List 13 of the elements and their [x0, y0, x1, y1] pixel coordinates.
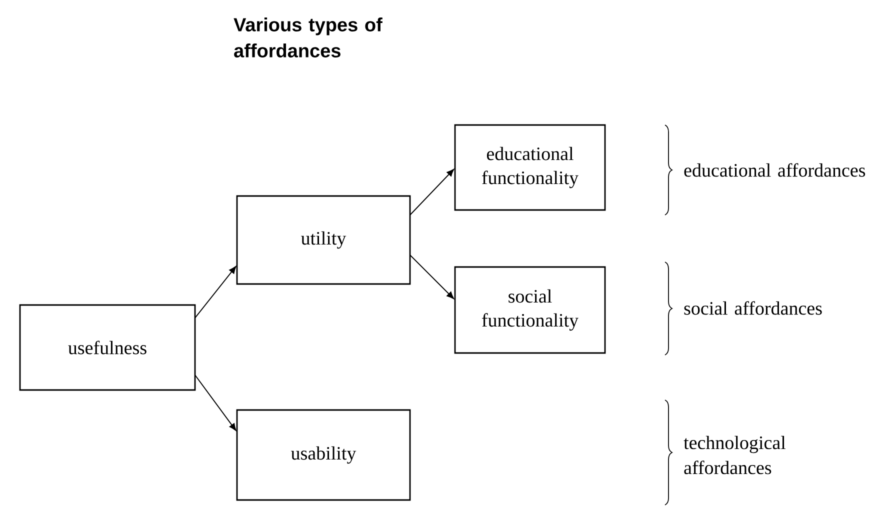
- group-label: technological affordances: [684, 436, 786, 474]
- group-label: social affordances: [684, 301, 822, 315]
- arrow: [410, 254, 454, 300]
- arrow: [194, 266, 236, 318]
- process-box: utility: [236, 195, 411, 285]
- process-box: educational functionality: [454, 124, 606, 211]
- arrow: [194, 374, 236, 431]
- title: Various types of affordances: [234, 18, 382, 58]
- process-box: usefulness: [19, 304, 196, 391]
- group-label: educational affordances: [684, 163, 866, 177]
- process-box: social functionality: [454, 266, 606, 354]
- process-box: usability: [236, 409, 411, 501]
- arrow: [410, 168, 454, 216]
